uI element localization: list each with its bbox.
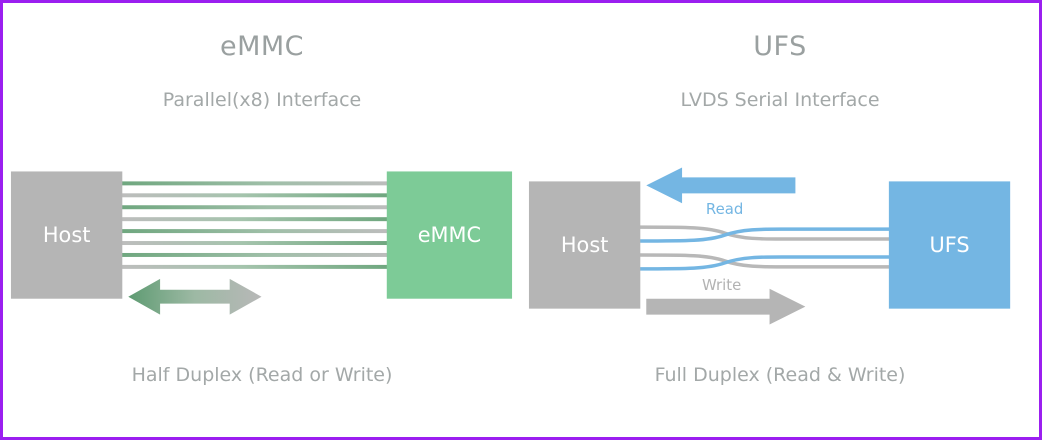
ufs-write-arrow: Write xyxy=(646,276,806,325)
comparison-panels: eMMC Parallel(x8) Interface xyxy=(3,3,1039,437)
ufs-device-label: UFS xyxy=(929,233,969,257)
ufs-device-box: UFS xyxy=(888,181,1011,309)
panel-emmc-title: eMMC xyxy=(219,31,305,62)
ufs-read-label: Read xyxy=(706,200,743,218)
panel-emmc-figure: Host eMMC xyxy=(3,163,521,333)
panel-ufs-figure: Read Write xyxy=(521,163,1039,333)
panel-emmc-caption: Half Duplex (Read or Write) xyxy=(131,364,393,386)
ufs-write-label: Write xyxy=(702,276,741,294)
panel-emmc-subtitle: Parallel(x8) Interface xyxy=(162,89,362,111)
emmc-bidirectional-arrow xyxy=(128,278,262,315)
panel-ufs-title: UFS xyxy=(753,31,807,62)
emmc-device-box: eMMC xyxy=(386,171,513,299)
panel-ufs-caption: Full Duplex (Read & Write) xyxy=(654,364,906,386)
emmc-device-label: eMMC xyxy=(418,223,481,247)
emmc-host-label: Host xyxy=(43,223,90,247)
emmc-host-box: Host xyxy=(10,171,123,299)
panel-ufs-subtitle: LVDS Serial Interface xyxy=(680,89,880,111)
ufs-host-box: Host xyxy=(528,181,641,309)
panel-ufs: UFS LVDS Serial Interface Read xyxy=(521,3,1039,437)
ufs-serial-lanes xyxy=(638,225,891,271)
emmc-parallel-lanes xyxy=(120,181,389,269)
ufs-read-arrow: Read xyxy=(646,167,796,218)
ufs-host-label: Host xyxy=(561,233,609,257)
panel-emmc: eMMC Parallel(x8) Interface xyxy=(3,3,521,437)
